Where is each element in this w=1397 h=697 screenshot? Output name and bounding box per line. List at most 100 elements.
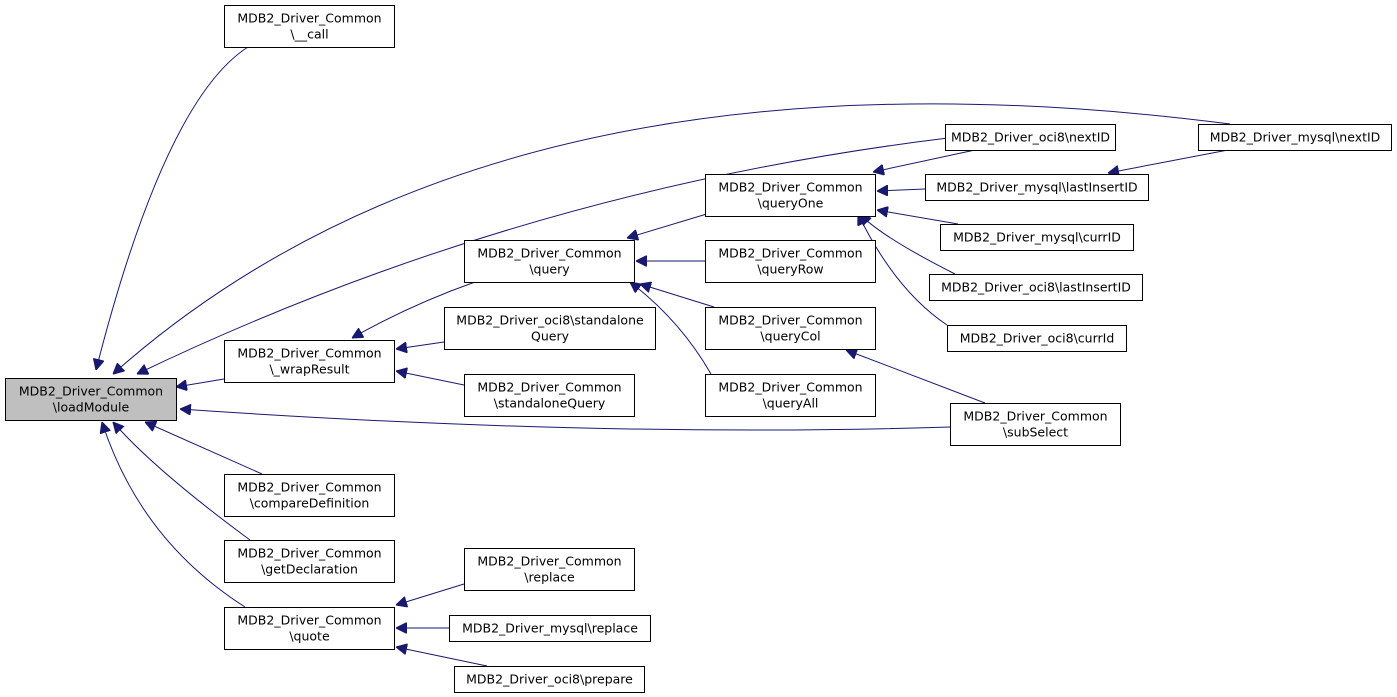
node-label-line: \_wrapResult xyxy=(269,362,349,377)
edge-mysqlLastInsertID-to-queryOne xyxy=(877,189,926,191)
edge-call-to-loadModule xyxy=(96,46,249,370)
node-box xyxy=(444,307,656,350)
node-label-line: MDB2_Driver_Common xyxy=(718,380,862,395)
node-box xyxy=(224,5,395,48)
node-queryRow[interactable]: MDB2_Driver_Common\queryRow xyxy=(705,240,876,283)
node-box xyxy=(945,124,1116,151)
node-mysqlLastInsertID[interactable]: MDB2_Driver_mysql\lastInsertID xyxy=(925,174,1149,201)
node-label-line: \queryOne xyxy=(758,196,824,211)
node-label-line: \loadModule xyxy=(53,400,130,415)
node-box xyxy=(464,240,635,283)
node-box xyxy=(950,403,1121,446)
edge-standaloneQuery-to-wrapResult xyxy=(396,371,465,386)
edge-mysqlCurrID-to-queryOne xyxy=(877,210,959,225)
edge-layer xyxy=(96,46,1231,667)
node-box xyxy=(929,274,1143,301)
edge-replace-to-quote xyxy=(396,583,465,605)
node-box xyxy=(705,240,876,283)
node-label-line: MDB2_Driver_Common xyxy=(237,11,381,26)
node-box xyxy=(705,307,876,350)
node-loadModule[interactable]: MDB2_Driver_Common\loadModule xyxy=(5,378,177,421)
node-query[interactable]: MDB2_Driver_Common\query xyxy=(464,240,635,283)
node-label-line: MDB2_Driver_oci8\standalone xyxy=(456,313,644,328)
node-queryAll[interactable]: MDB2_Driver_Common\queryAll xyxy=(705,374,876,417)
edge-oci8Prepare-to-quote xyxy=(396,647,488,667)
node-box xyxy=(5,378,177,421)
node-oci8StandaloneQuery[interactable]: MDB2_Driver_oci8\standaloneQuery xyxy=(444,307,656,350)
node-compareDefinition[interactable]: MDB2_Driver_Common\compareDefinition xyxy=(224,474,395,517)
edge-subSelect-to-queryCol xyxy=(846,350,986,404)
node-mysqlCurrID[interactable]: MDB2_Driver_mysql\currID xyxy=(940,224,1134,251)
node-box xyxy=(224,540,395,583)
node-label-line: MDB2_Driver_Common xyxy=(237,613,381,628)
node-box xyxy=(464,548,635,591)
node-label-line: \query xyxy=(529,262,570,277)
node-label-line: MDB2_Driver_mysql\nextID xyxy=(1210,130,1381,145)
node-call[interactable]: MDB2_Driver_Common\__call xyxy=(224,5,395,48)
node-box xyxy=(705,174,876,217)
node-label-line: MDB2_Driver_Common xyxy=(477,554,621,569)
edge-queryCol-to-query xyxy=(640,284,715,308)
node-label-line: \getDeclaration xyxy=(261,562,358,577)
edge-oci8CurrId-to-queryOne xyxy=(858,214,948,326)
node-box xyxy=(454,666,645,693)
edge-oci8NextID-to-queryOne xyxy=(873,149,976,172)
node-label-line: MDB2_Driver_mysql\lastInsertID xyxy=(936,180,1137,195)
node-layer: MDB2_Driver_Common\loadModuleMDB2_Driver… xyxy=(5,5,1392,693)
node-queryCol[interactable]: MDB2_Driver_Common\queryCol xyxy=(705,307,876,350)
edge-query-to-wrapResult xyxy=(352,281,476,338)
node-label-line: MDB2_Driver_oci8\prepare xyxy=(466,672,633,687)
edge-queryAll-to-query xyxy=(630,282,712,375)
node-oci8CurrId[interactable]: MDB2_Driver_oci8\currId xyxy=(947,325,1127,352)
node-mysqlNextID[interactable]: MDB2_Driver_mysql\nextID xyxy=(1198,124,1392,151)
node-quote[interactable]: MDB2_Driver_Common\quote xyxy=(224,607,395,650)
edge-compareDefinition-to-loadModule xyxy=(145,422,263,475)
node-label-line: MDB2_Driver_oci8\nextID xyxy=(951,130,1110,145)
node-box xyxy=(224,340,395,383)
node-label-line: MDB2_Driver_Common xyxy=(19,384,163,399)
node-box xyxy=(464,374,635,417)
edge-oci8StandaloneQuery-to-wrapResult xyxy=(396,341,445,349)
node-label-line: \__call xyxy=(290,27,328,42)
edge-subSelect-to-loadModule xyxy=(180,409,951,431)
edge-oci8NextID-to-loadModule xyxy=(137,137,949,374)
node-label-line: MDB2_Driver_Common xyxy=(237,546,381,561)
node-box xyxy=(705,374,876,417)
node-box xyxy=(224,474,395,517)
node-label-line: MDB2_Driver_oci8\currId xyxy=(960,331,1115,346)
node-oci8Prepare[interactable]: MDB2_Driver_oci8\prepare xyxy=(454,666,645,693)
node-getDeclaration[interactable]: MDB2_Driver_Common\getDeclaration xyxy=(224,540,395,583)
node-box xyxy=(1198,124,1392,151)
node-mysqlReplace[interactable]: MDB2_Driver_mysql\replace xyxy=(449,615,651,642)
node-label-line: \queryCol xyxy=(760,329,820,344)
edge-mysqlNextID-to-mysqlLastInsertID xyxy=(1108,149,1229,173)
node-box xyxy=(947,325,1127,352)
node-label-line: \compareDefinition xyxy=(250,496,370,511)
node-replace[interactable]: MDB2_Driver_Common\replace xyxy=(464,548,635,591)
node-label-line: MDB2_Driver_mysql\replace xyxy=(462,621,638,636)
node-label-line: \queryRow xyxy=(757,262,823,277)
node-oci8NextID[interactable]: MDB2_Driver_oci8\nextID xyxy=(945,124,1116,151)
node-label-line: MDB2_Driver_Common xyxy=(237,346,381,361)
node-standaloneQuery[interactable]: MDB2_Driver_Common\standaloneQuery xyxy=(464,374,635,417)
node-label-line: \standaloneQuery xyxy=(494,396,606,411)
node-label-line: MDB2_Driver_oci8\lastInsertID xyxy=(941,280,1131,295)
node-label-line: \replace xyxy=(524,570,575,585)
node-wrapResult[interactable]: MDB2_Driver_Common\_wrapResult xyxy=(224,340,395,383)
node-label-line: MDB2_Driver_Common xyxy=(963,409,1107,424)
node-label-line: MDB2_Driver_Common xyxy=(477,246,621,261)
node-label-line: MDB2_Driver_Common xyxy=(718,246,862,261)
edge-mysqlNextID-to-loadModule xyxy=(113,103,1231,374)
edge-queryOne-to-query xyxy=(627,212,711,238)
node-box xyxy=(449,615,651,642)
node-label-line: MDB2_Driver_Common xyxy=(477,380,621,395)
node-subSelect[interactable]: MDB2_Driver_Common\subSelect xyxy=(950,403,1121,446)
node-label-line: Query xyxy=(531,329,570,344)
edge-getDeclaration-to-loadModule xyxy=(113,422,251,541)
edge-quote-to-loadModule xyxy=(102,422,246,608)
node-oci8LastInsertID[interactable]: MDB2_Driver_oci8\lastInsertID xyxy=(929,274,1143,301)
edge-wrapResult-to-loadModule xyxy=(176,378,225,387)
node-box xyxy=(925,174,1149,201)
node-queryOne[interactable]: MDB2_Driver_Common\queryOne xyxy=(705,174,876,217)
